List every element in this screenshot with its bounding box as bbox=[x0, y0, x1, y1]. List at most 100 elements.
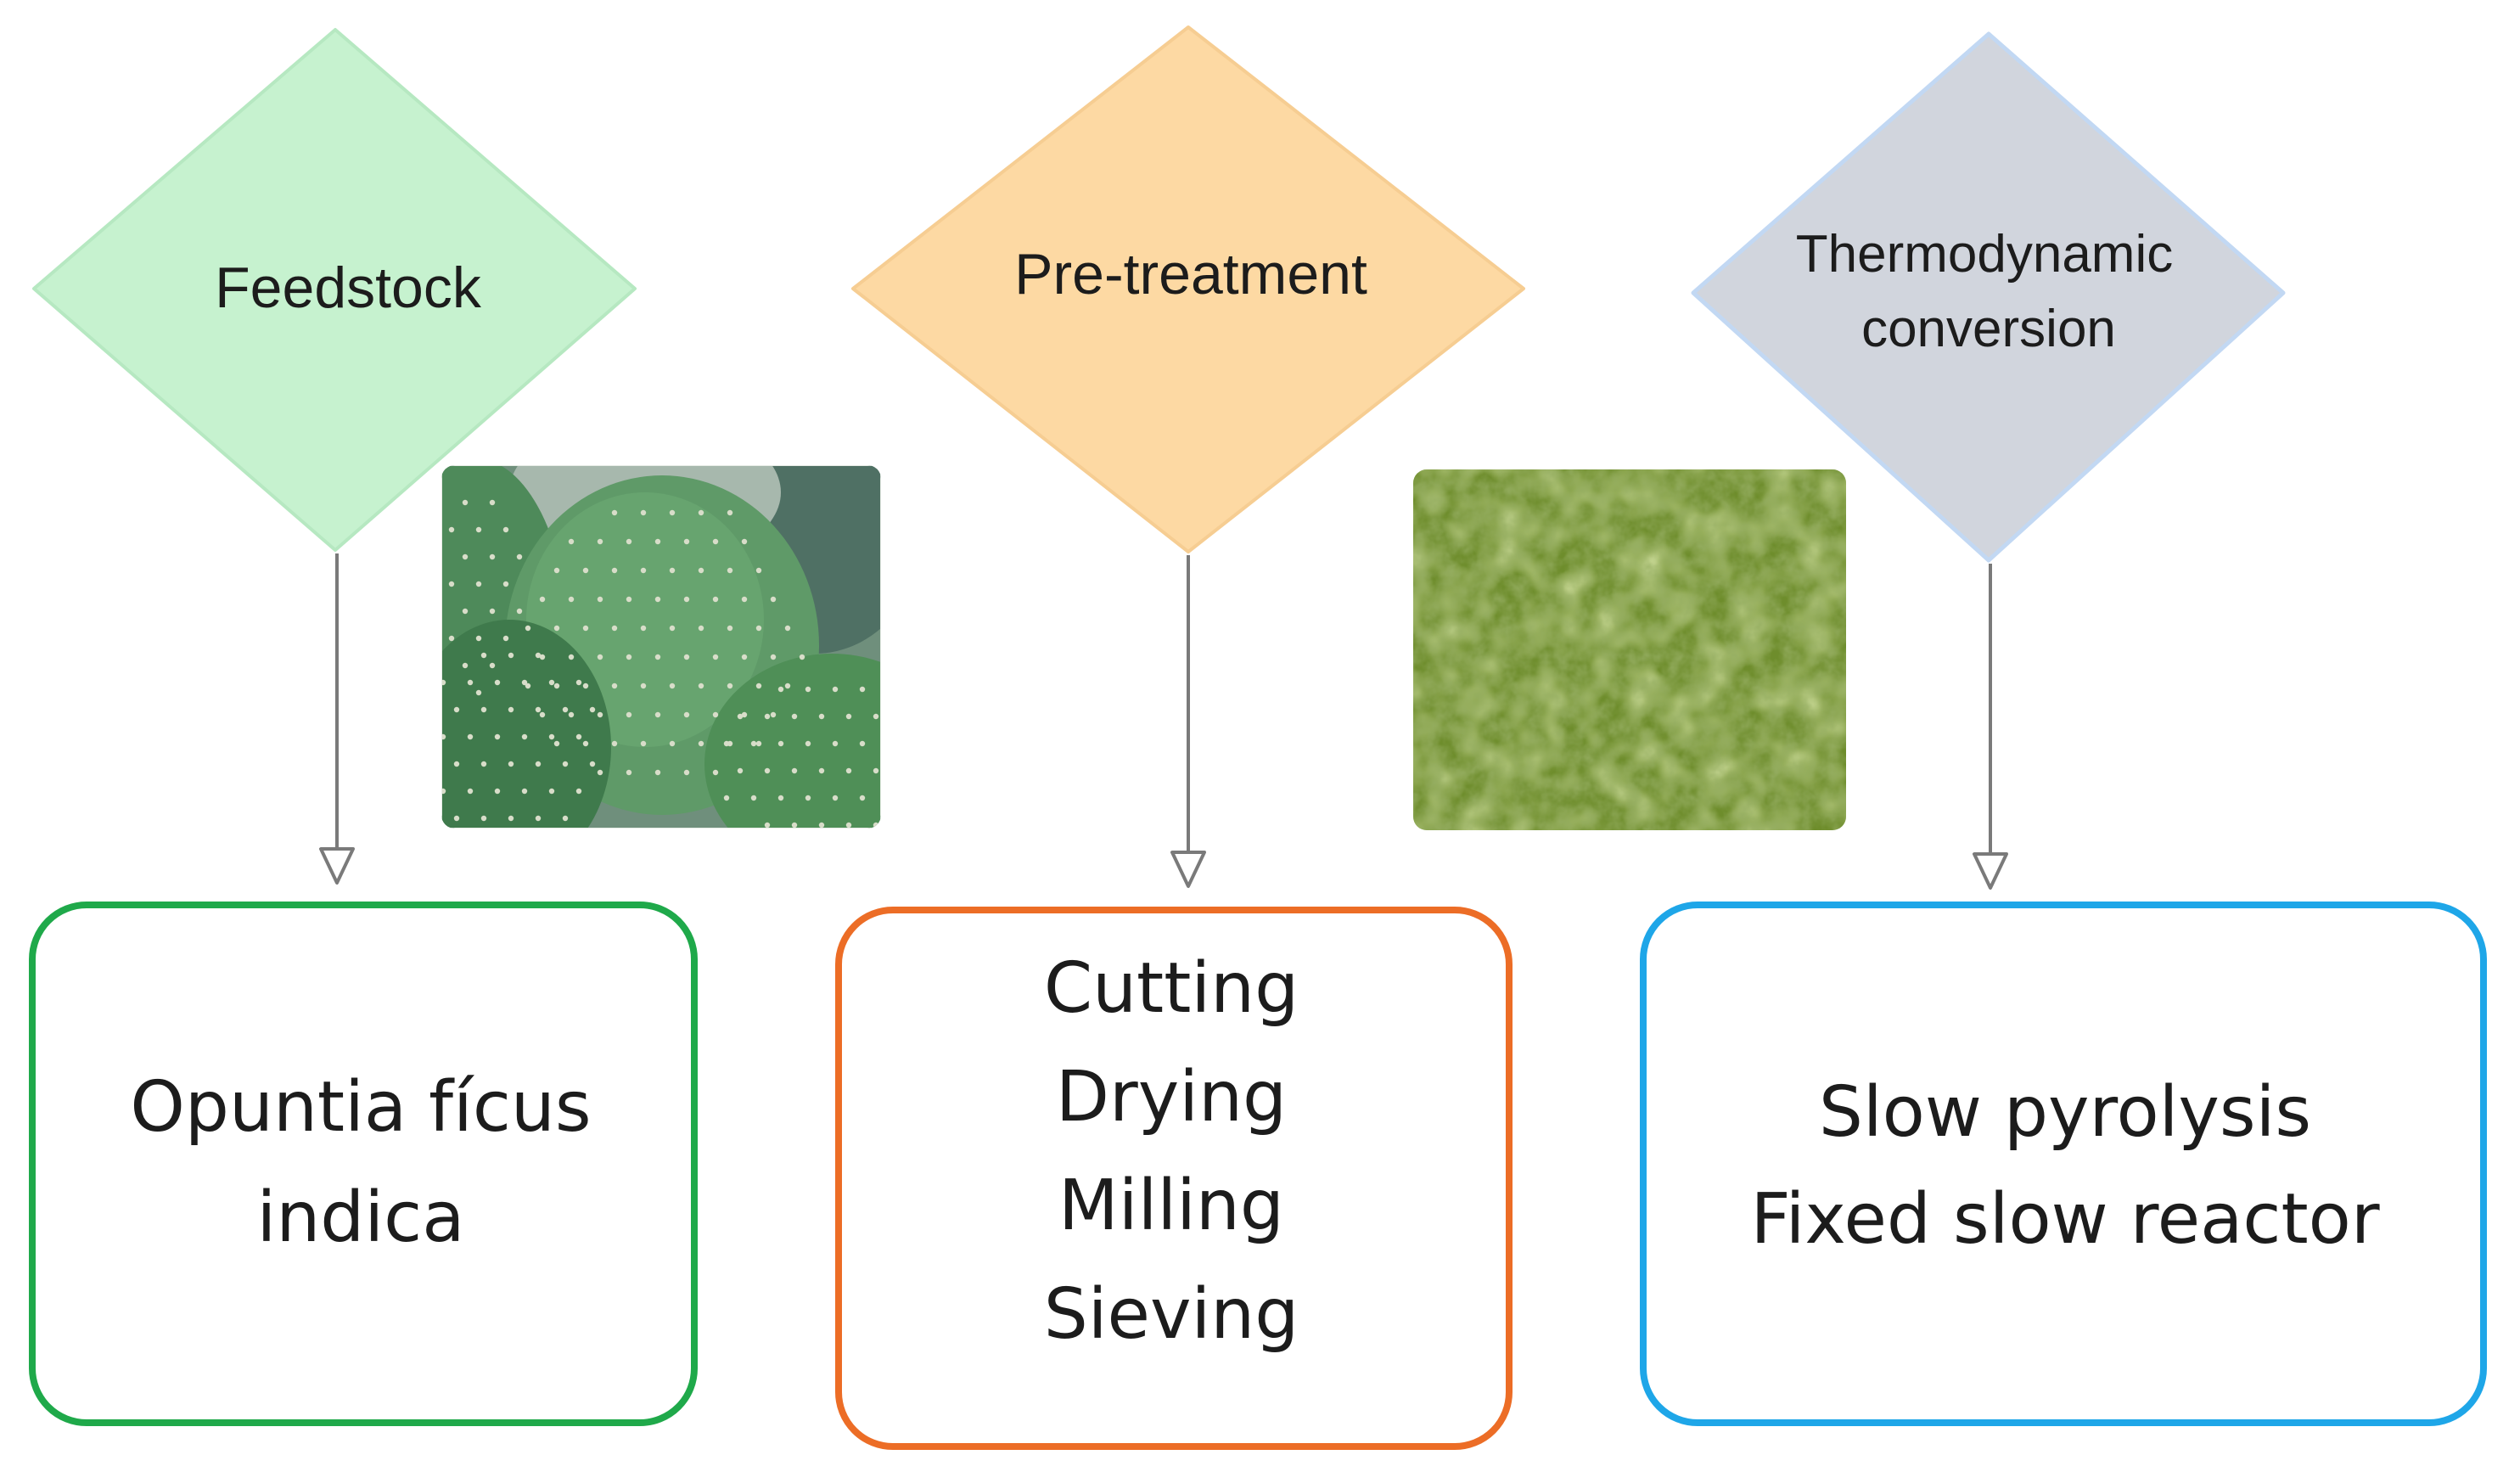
thermodynamic-label-line-1: Thermodynamic bbox=[1796, 225, 2173, 284]
cactus-spine bbox=[770, 596, 777, 603]
cactus-spine bbox=[669, 740, 676, 747]
cactus-spine bbox=[626, 654, 632, 660]
cactus-spine bbox=[737, 713, 744, 720]
cactus-spine bbox=[535, 652, 542, 659]
cactus-spine bbox=[712, 711, 719, 718]
cactus-spine bbox=[873, 822, 879, 829]
feedstock-arrowhead bbox=[319, 847, 355, 885]
pretreatment-diamond bbox=[851, 25, 1525, 553]
cactus-spine bbox=[508, 815, 514, 822]
cactus-spine bbox=[799, 654, 805, 660]
thermodynamic-box-line-2: Fixed slow reactor bbox=[1750, 1179, 2379, 1260]
cactus-spine bbox=[427, 707, 432, 712]
cactus-spine bbox=[741, 711, 748, 718]
cactus-spine bbox=[727, 567, 733, 574]
cactus-spine bbox=[654, 538, 661, 545]
cactus-spine bbox=[475, 635, 482, 642]
pretreatment-box-line-1: Cutting bbox=[1044, 948, 1299, 1029]
cactus-spine bbox=[575, 733, 582, 740]
cactus-spine bbox=[535, 706, 542, 713]
cactus-spine bbox=[640, 625, 647, 632]
cactus-spine bbox=[597, 654, 603, 660]
stage-pretreatment: Pre-treatment Cutting Drying Milling Sie… bbox=[835, 25, 1525, 1450]
cactus-spine bbox=[553, 683, 560, 689]
cactus-spine bbox=[494, 733, 501, 740]
cactus-spine bbox=[535, 815, 542, 822]
cactus-spine bbox=[508, 706, 514, 713]
cactus-spine bbox=[654, 596, 661, 603]
feedstock-diamond bbox=[32, 28, 637, 552]
cactus-spine bbox=[462, 499, 469, 506]
cactus-spine bbox=[764, 822, 771, 829]
cactus-spine bbox=[887, 687, 892, 692]
cactus-spines bbox=[427, 499, 919, 855]
cactus-spine bbox=[562, 761, 569, 767]
cactus-spine bbox=[845, 767, 852, 774]
cactus-spine bbox=[553, 740, 560, 747]
cactus-spine bbox=[467, 733, 474, 740]
cactus-spine bbox=[669, 625, 676, 632]
cactus-spine bbox=[568, 538, 575, 545]
cactus-spine bbox=[502, 581, 509, 587]
cactus-spine bbox=[741, 538, 748, 545]
cactus-spine bbox=[764, 767, 771, 774]
cactus-spine bbox=[453, 761, 460, 767]
cactus-spine bbox=[597, 711, 603, 718]
cactus-spine bbox=[441, 679, 446, 686]
cactus-spine bbox=[683, 711, 690, 718]
cactus-spine bbox=[548, 788, 555, 795]
cactus-spine bbox=[611, 625, 618, 632]
cactus-spine bbox=[712, 654, 719, 660]
cactus-spine bbox=[698, 740, 704, 747]
cactus-spine bbox=[791, 713, 798, 720]
cactus-spine bbox=[901, 823, 906, 828]
cactus-spine bbox=[770, 711, 777, 718]
cactus-spine bbox=[914, 741, 919, 746]
feedstock-box-line-1: Opuntia fícus bbox=[130, 1067, 591, 1148]
cactus-spine bbox=[582, 625, 589, 632]
cactus-spine bbox=[467, 679, 474, 686]
cactus-spine bbox=[539, 596, 546, 603]
cactus-spine bbox=[727, 625, 733, 632]
cactus-spine bbox=[553, 625, 560, 632]
cactus-spine bbox=[549, 843, 554, 848]
cactus-spine bbox=[805, 686, 811, 693]
cactus-spine bbox=[755, 625, 762, 632]
cactus-spine bbox=[480, 706, 487, 713]
cactus-spine bbox=[475, 526, 482, 533]
cactus-spine bbox=[698, 625, 704, 632]
cactus-spine bbox=[539, 654, 546, 660]
thermodynamic-label-line-2: conversion bbox=[1861, 300, 2116, 358]
cactus-spine bbox=[640, 567, 647, 574]
powder-photo bbox=[1413, 469, 1846, 830]
cactus-spine bbox=[568, 711, 575, 718]
cactus-spine bbox=[489, 553, 496, 560]
cactus-spine bbox=[521, 733, 528, 740]
cactus-spine bbox=[845, 822, 852, 829]
pretreatment-box-line-3: Milling bbox=[1058, 1166, 1284, 1246]
cactus-spine bbox=[575, 679, 582, 686]
cactus-spine bbox=[750, 740, 757, 747]
cactus-spine bbox=[727, 509, 733, 516]
cactus-spine bbox=[741, 654, 748, 660]
thermodynamic-box bbox=[1640, 902, 2487, 1426]
cactus-spine bbox=[887, 741, 892, 746]
cactus-spine bbox=[818, 822, 825, 829]
cactus-spine bbox=[833, 850, 838, 855]
cactus-spine bbox=[562, 815, 569, 822]
cactus-spine bbox=[495, 843, 500, 848]
stage-thermodynamic: Thermodynamic conversion Slow pyrolysis … bbox=[1640, 31, 2487, 1426]
cactus-spine bbox=[462, 608, 469, 615]
cactus-spine bbox=[859, 686, 866, 693]
cactus-spine bbox=[597, 769, 603, 776]
cactus-spine bbox=[502, 526, 509, 533]
cactus-photo bbox=[427, 465, 919, 855]
cactus-spine bbox=[755, 567, 762, 574]
cactus-spine bbox=[575, 788, 582, 795]
cactus-spine bbox=[435, 609, 441, 614]
cactus-spine bbox=[683, 596, 690, 603]
cactus-spine bbox=[589, 761, 596, 767]
cactus-spine bbox=[597, 596, 603, 603]
cactus-spine bbox=[582, 567, 589, 574]
pretreatment-box bbox=[835, 907, 1513, 1450]
